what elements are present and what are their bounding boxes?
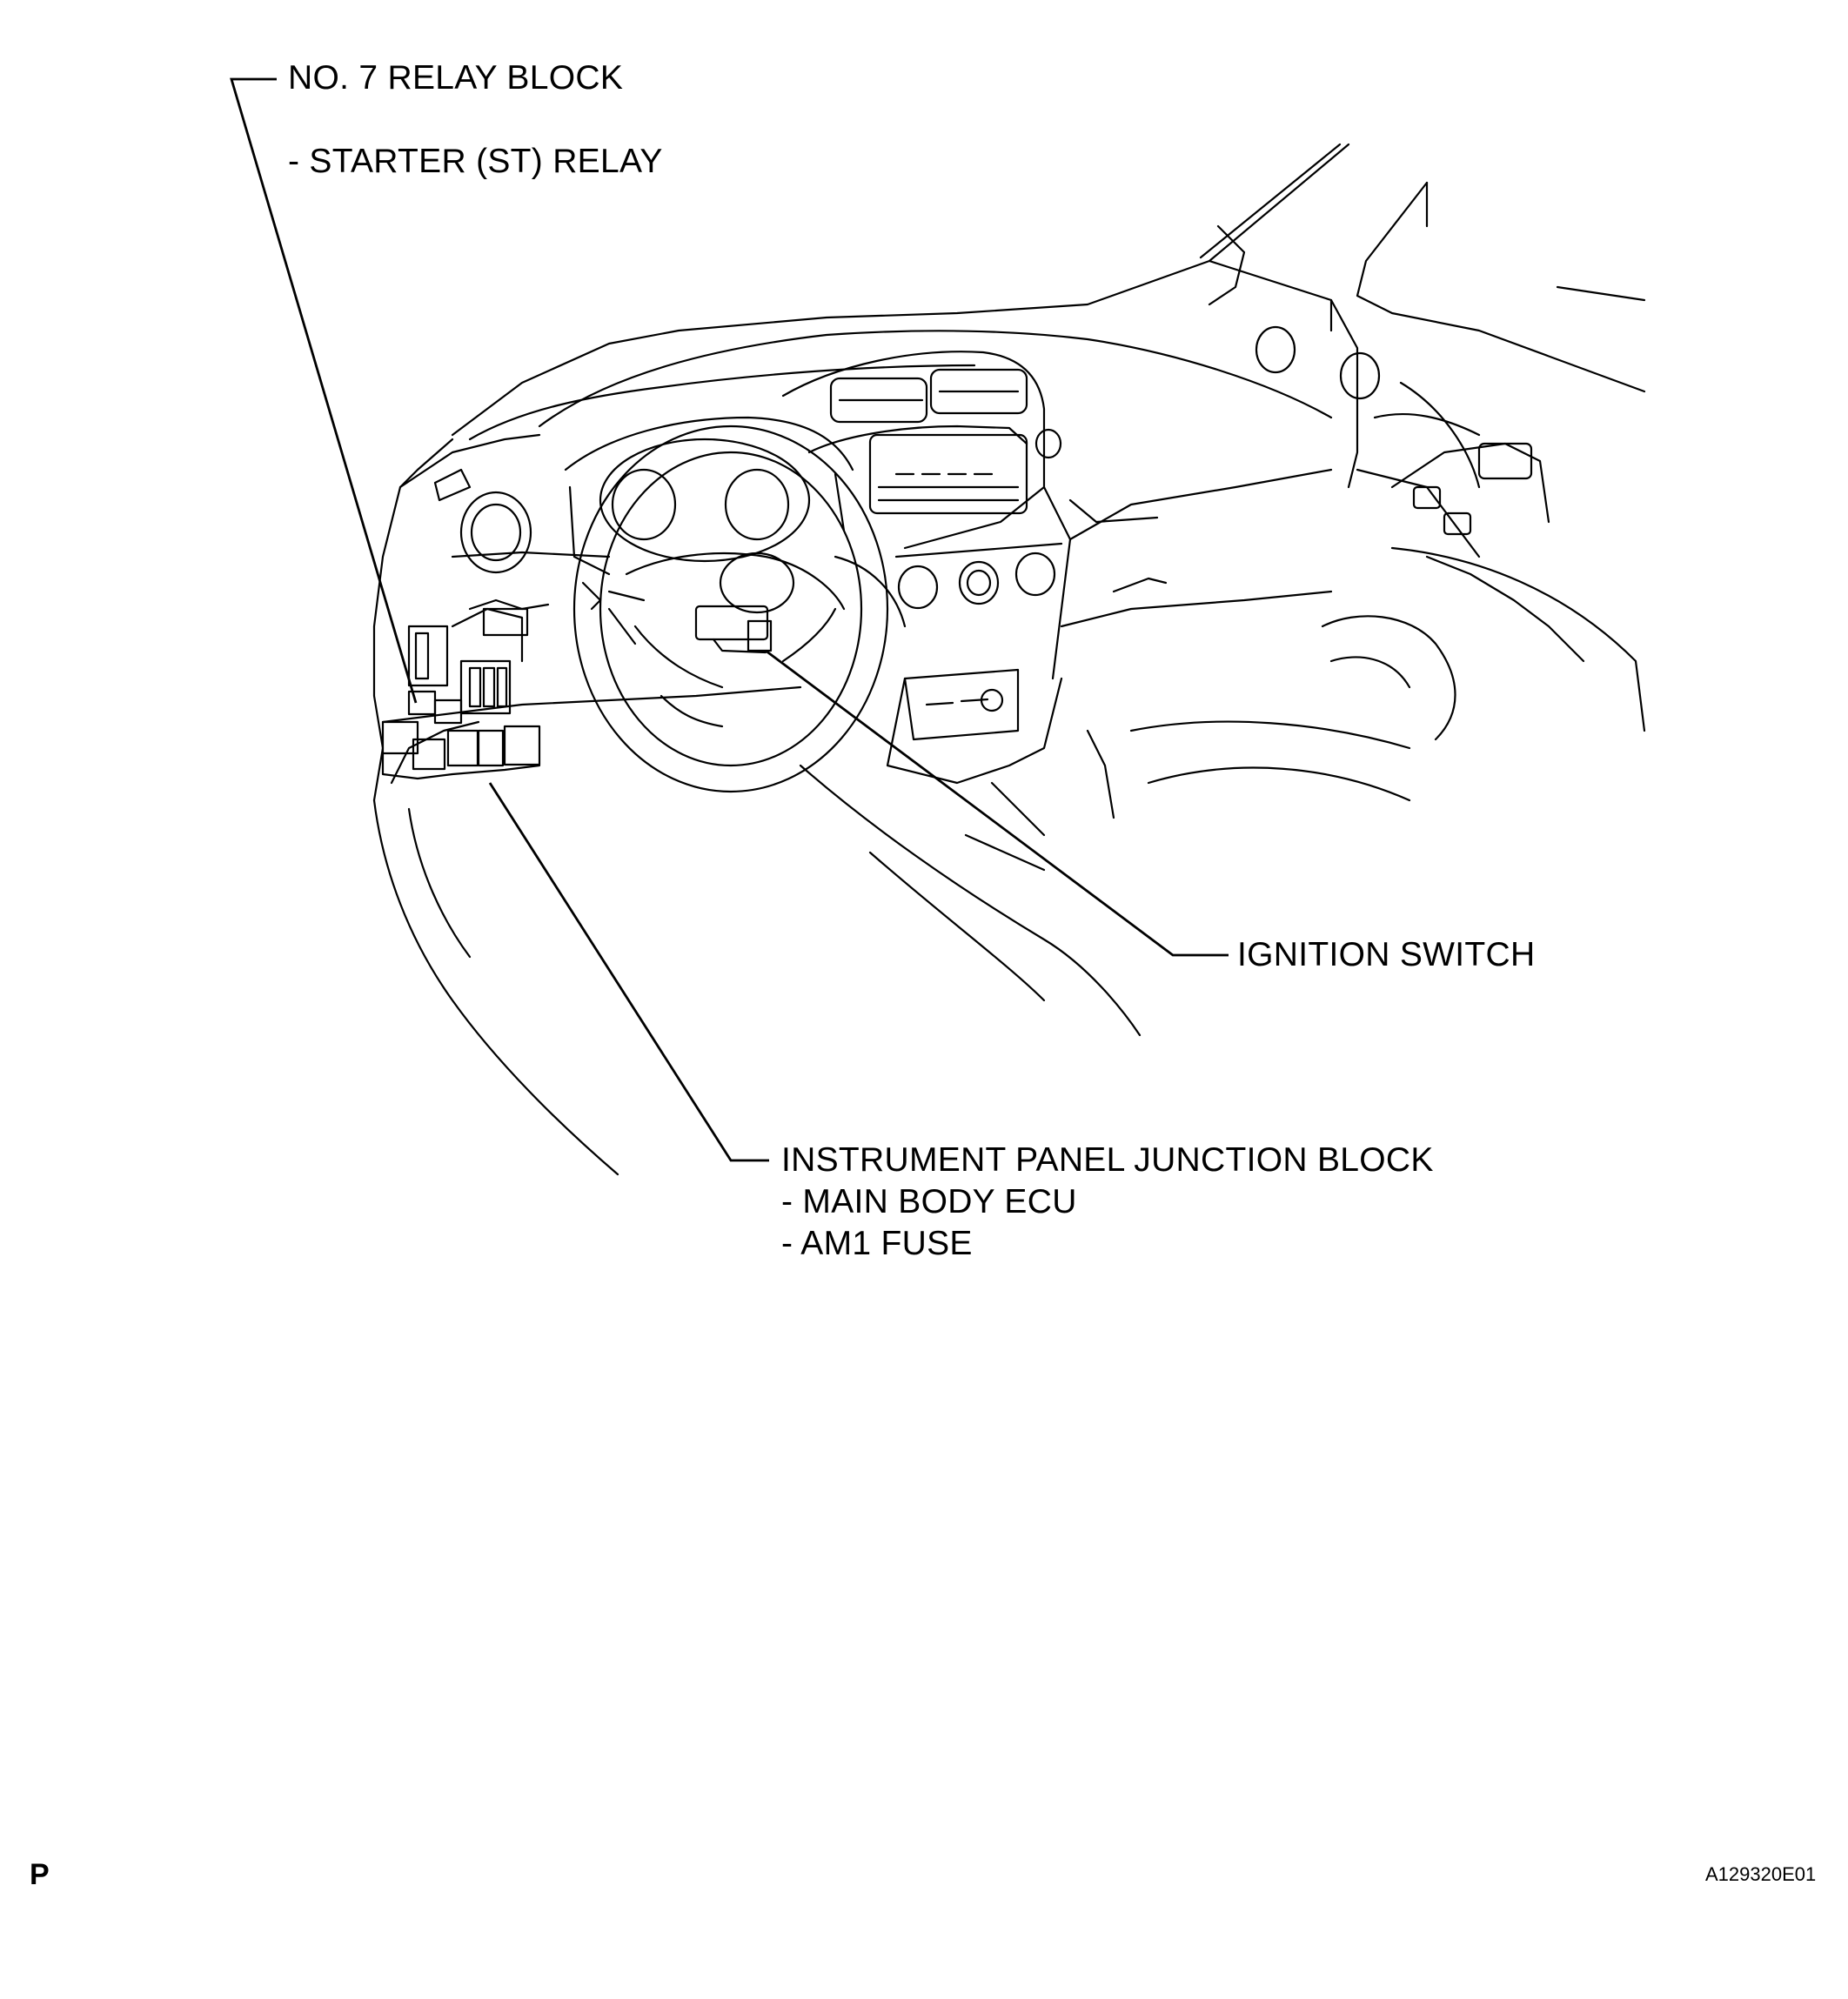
page-marker: P [30, 1858, 50, 1891]
figure-id: A129320E01 [1705, 1863, 1817, 1885]
leader-lines [230, 77, 1229, 1162]
ignition-switch-label: IGNITION SWITCH [1237, 936, 1536, 973]
junction-block-item-ecu: - MAIN BODY ECU [781, 1183, 1077, 1220]
leader-ignition-switch [765, 649, 1229, 957]
junction-block-item-fuse: - AM1 FUSE [781, 1225, 973, 1262]
leader-relay-block [230, 77, 418, 704]
relay-block-item: - STARTER (ST) RELAY [288, 143, 663, 180]
junction-block-title: INSTRUMENT PANEL JUNCTION BLOCK [781, 1141, 1434, 1179]
relay-block-title: NO. 7 RELAY BLOCK [288, 59, 624, 97]
vehicle-interior-drawing [372, 143, 1646, 1176]
leader-junction-block [488, 782, 769, 1162]
